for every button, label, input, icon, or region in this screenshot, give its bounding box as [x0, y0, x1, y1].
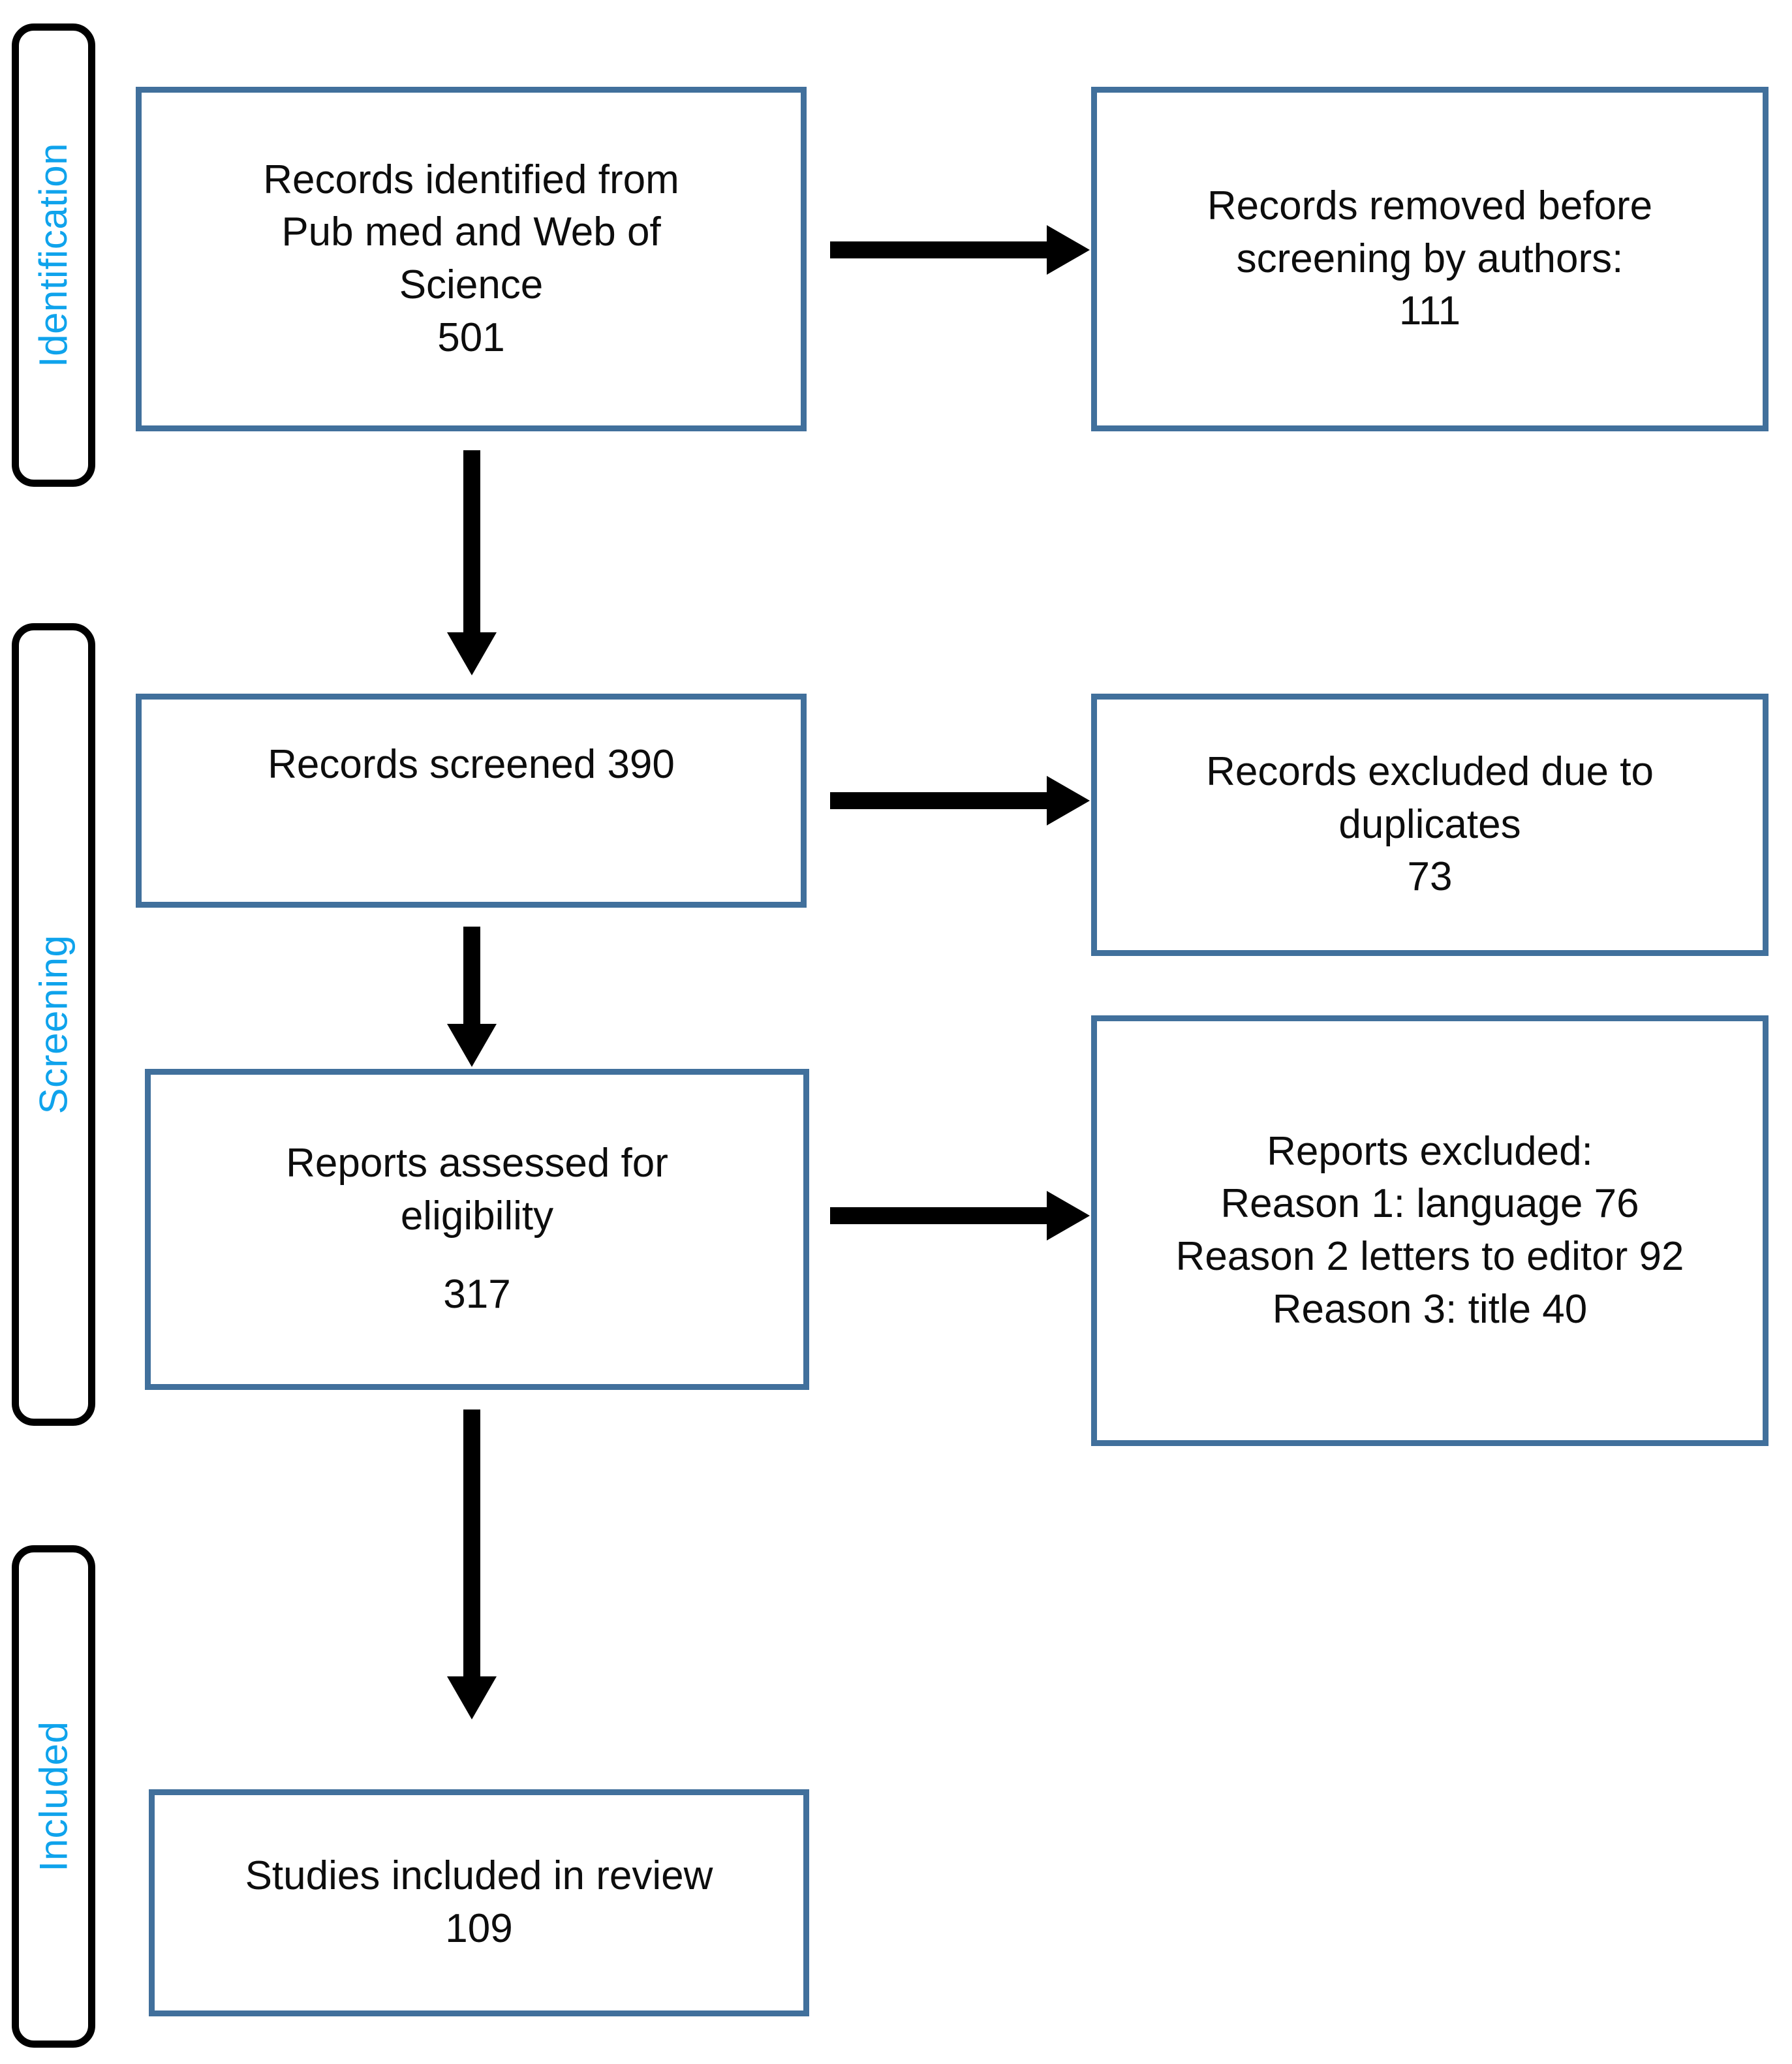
box-records-screened-text: Records screened 390	[142, 700, 801, 792]
box-records-identified-text: Records identified from Pub med and Web …	[142, 154, 801, 364]
stage-label-included: Included	[31, 1721, 76, 1872]
records-screened-line1: Records screened 390	[268, 742, 675, 787]
box-reports-excluded-text: Reports excluded: Reason 1: language 76 …	[1097, 1126, 1763, 1336]
box-reports-assessed: Reports assessed for eligibility 317	[145, 1069, 809, 1390]
box-records-excluded-duplicates-text: Records excluded due to duplicates 73	[1097, 746, 1763, 904]
stage-label-screening: Screening	[31, 934, 75, 1115]
reports-excluded-reason-2: Reason 2 letters to editor 92	[1175, 1234, 1684, 1279]
records-identified-line3: Science	[399, 262, 544, 307]
stage-label-identification: Identification	[31, 143, 76, 367]
records-excluded-line1: Records excluded due to	[1206, 749, 1654, 795]
box-records-removed: Records removed before screening by auth…	[1091, 87, 1769, 431]
arrow-head	[1047, 225, 1090, 275]
stage-rail-identification: Identification	[12, 23, 95, 487]
records-removed-count: 111	[1398, 288, 1461, 334]
box-records-screened: Records screened 390	[136, 694, 807, 908]
records-excluded-line2: duplicates	[1338, 801, 1521, 847]
box-studies-included: Studies included in review 109	[149, 1789, 809, 2016]
records-excluded-count: 73	[1407, 854, 1453, 900]
reports-assessed-count: 317	[443, 1272, 511, 1317]
box-records-excluded-duplicates: Records excluded due to duplicates 73	[1091, 694, 1769, 956]
stage-rail-included: Included	[12, 1545, 95, 2048]
records-identified-line2: Pub med and Web of	[281, 209, 661, 255]
box-reports-assessed-text: Reports assessed for eligibility 317	[151, 1137, 803, 1321]
records-identified-line1: Records identified from	[263, 157, 679, 202]
arrow-head	[1047, 776, 1090, 825]
arrow-head	[447, 1024, 497, 1067]
box-reports-excluded: Reports excluded: Reason 1: language 76 …	[1091, 1015, 1769, 1446]
arrow-shaft	[463, 1409, 480, 1676]
reports-excluded-reason-1: Reason 1: language 76	[1220, 1181, 1639, 1227]
reports-assessed-line1: Reports assessed for	[286, 1141, 668, 1186]
arrow-shaft	[830, 241, 1047, 258]
studies-included-count: 109	[445, 1906, 513, 1951]
reports-assessed-spacer	[162, 1242, 792, 1269]
arrow-head	[447, 632, 497, 675]
stage-rail-screening: Screening	[12, 623, 95, 1426]
box-records-identified: Records identified from Pub med and Web …	[136, 87, 807, 431]
records-removed-line2: screening by authors:	[1236, 236, 1624, 281]
reports-excluded-heading: Reports excluded:	[1267, 1128, 1593, 1174]
arrow-shaft	[463, 927, 480, 1024]
arrow-head	[447, 1676, 497, 1719]
records-removed-line1: Records removed before	[1207, 183, 1653, 229]
reports-excluded-reason-3: Reason 3: title 40	[1272, 1286, 1588, 1332]
reports-assessed-line2: eligibility	[400, 1193, 554, 1239]
arrow-shaft	[463, 450, 480, 632]
arrow-shaft	[830, 1207, 1047, 1224]
arrow-shaft	[830, 792, 1047, 809]
records-identified-count: 501	[437, 315, 505, 360]
box-studies-included-text: Studies included in review 109	[155, 1850, 803, 1955]
studies-included-line1: Studies included in review	[245, 1853, 713, 1899]
box-records-removed-text: Records removed before screening by auth…	[1097, 180, 1763, 338]
arrow-head	[1047, 1191, 1090, 1240]
